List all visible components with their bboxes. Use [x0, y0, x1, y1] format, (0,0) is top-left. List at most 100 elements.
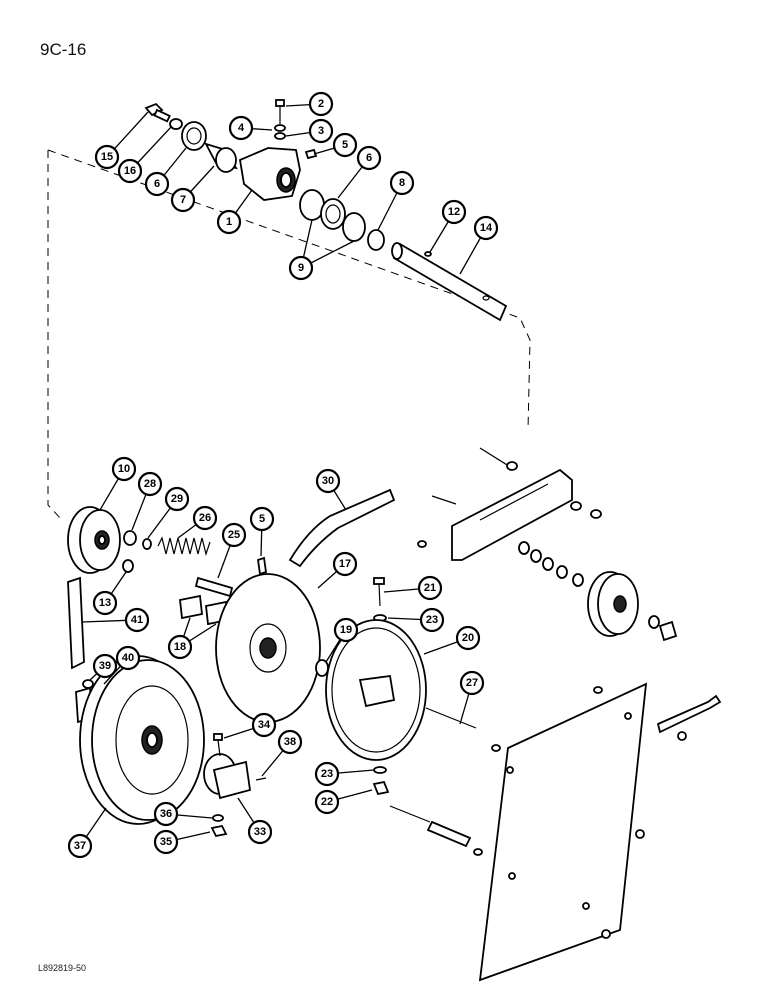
- callout-circle: [308, 118, 334, 144]
- callout-number: 23: [321, 768, 333, 780]
- arm-bracket: [451, 468, 573, 561]
- washer-r1: [518, 541, 530, 555]
- bolt-15: [144, 102, 171, 123]
- fitting-5b: [257, 556, 267, 576]
- callout-number: 41: [131, 614, 143, 626]
- nut-35: [210, 824, 228, 838]
- oring-19: [315, 659, 329, 677]
- callout-number: 26: [199, 512, 211, 524]
- nut-r7: [658, 620, 678, 642]
- callout-circle: [216, 209, 242, 235]
- callout-number: 17: [339, 558, 351, 570]
- callout-5: 5: [249, 506, 275, 557]
- callout-number: 39: [99, 660, 111, 672]
- callout-number: 28: [144, 478, 156, 490]
- washer-29: [142, 538, 152, 550]
- washer-r6: [648, 615, 660, 629]
- callout-15: 15: [94, 111, 149, 170]
- nut-a: [570, 501, 582, 511]
- nut-right-bracket: [677, 731, 687, 741]
- callout-36: 36: [153, 801, 213, 827]
- callout-number: 20: [462, 632, 474, 644]
- key-12: [424, 251, 432, 257]
- disc-20: [325, 619, 427, 761]
- callout-circle: [144, 171, 170, 197]
- callout-35: 35: [153, 829, 211, 855]
- callout-34: 34: [223, 712, 277, 739]
- bolt-34: [213, 733, 223, 757]
- callout-10: 10: [99, 456, 137, 511]
- callout-circle: [332, 132, 358, 158]
- callout-circle: [167, 634, 193, 660]
- callout-number: 25: [228, 529, 240, 541]
- washer-4: [274, 124, 286, 132]
- callout-circle: [170, 187, 196, 213]
- callout-16: 16: [117, 125, 173, 184]
- callout-circle: [137, 471, 163, 497]
- callout-circle: [455, 625, 481, 651]
- callout-number: 3: [318, 125, 324, 137]
- callout-circle: [332, 551, 358, 577]
- callout-number: 33: [254, 826, 266, 838]
- callout-number: 9: [298, 262, 304, 274]
- washer-36: [212, 814, 224, 822]
- callout-21: 21: [383, 575, 443, 601]
- callout-number: 29: [171, 493, 183, 505]
- callout-number: 7: [180, 194, 186, 206]
- callout-6: 6: [144, 147, 187, 197]
- callout-circle: [356, 145, 382, 171]
- callout-number: 5: [259, 513, 265, 525]
- callout-number: 23: [426, 614, 438, 626]
- washer-r5: [572, 573, 584, 587]
- callout-38: 38: [261, 729, 303, 777]
- lower-right-assembly: [315, 447, 722, 982]
- callout-7: 7: [170, 165, 215, 213]
- callout-12: 12: [429, 199, 467, 253]
- callout-circle: [288, 255, 314, 281]
- callout-number: 12: [448, 206, 460, 218]
- callouts: 1234566789121415161028292625530172123134…: [67, 91, 499, 859]
- callout-20: 20: [423, 625, 481, 655]
- callout-circle: [333, 617, 359, 643]
- callout-number: 14: [480, 222, 493, 234]
- hub-33: [203, 753, 252, 800]
- spacer-upper: [506, 461, 518, 471]
- right-bracket: [656, 694, 722, 734]
- pin-25: [194, 576, 234, 598]
- callout-number: 13: [99, 597, 111, 609]
- callout-number: 36: [160, 808, 172, 820]
- callout-number: 38: [284, 736, 296, 748]
- callout-28: 28: [131, 471, 163, 531]
- callout-circle: [251, 712, 277, 738]
- callout-circle: [92, 653, 118, 679]
- callout-number: 27: [466, 677, 478, 689]
- callout-number: 8: [399, 177, 405, 189]
- callout-26: 26: [177, 505, 218, 539]
- callout-circle: [314, 789, 340, 815]
- callout-9: 9: [288, 219, 355, 281]
- washer-16: [169, 118, 183, 130]
- callout-circle: [117, 158, 143, 184]
- callout-number: 19: [340, 624, 352, 636]
- callout-circle: [277, 729, 303, 755]
- bar-41: [67, 576, 85, 670]
- callout-17: 17: [317, 551, 358, 589]
- callout-number: 6: [366, 152, 372, 164]
- callout-19: 19: [325, 617, 359, 663]
- nut-22: [372, 780, 390, 796]
- callout-27: 27: [459, 670, 485, 725]
- callout-circle: [417, 575, 443, 601]
- callout-23: 23: [387, 607, 445, 633]
- nut-plate-mid: [635, 829, 645, 839]
- callout-13: 13: [92, 571, 127, 616]
- bushing-7: [204, 142, 238, 173]
- callout-1: 1: [216, 189, 253, 235]
- callout-4: 4: [228, 115, 273, 141]
- page-number: 9C-16: [40, 40, 87, 59]
- bolt-21: [373, 577, 385, 607]
- callout-circle: [419, 607, 445, 633]
- callout-number: 37: [74, 840, 86, 852]
- bolt-2: [275, 99, 285, 124]
- mounting-plate: [478, 682, 648, 982]
- callout-circle: [164, 486, 190, 512]
